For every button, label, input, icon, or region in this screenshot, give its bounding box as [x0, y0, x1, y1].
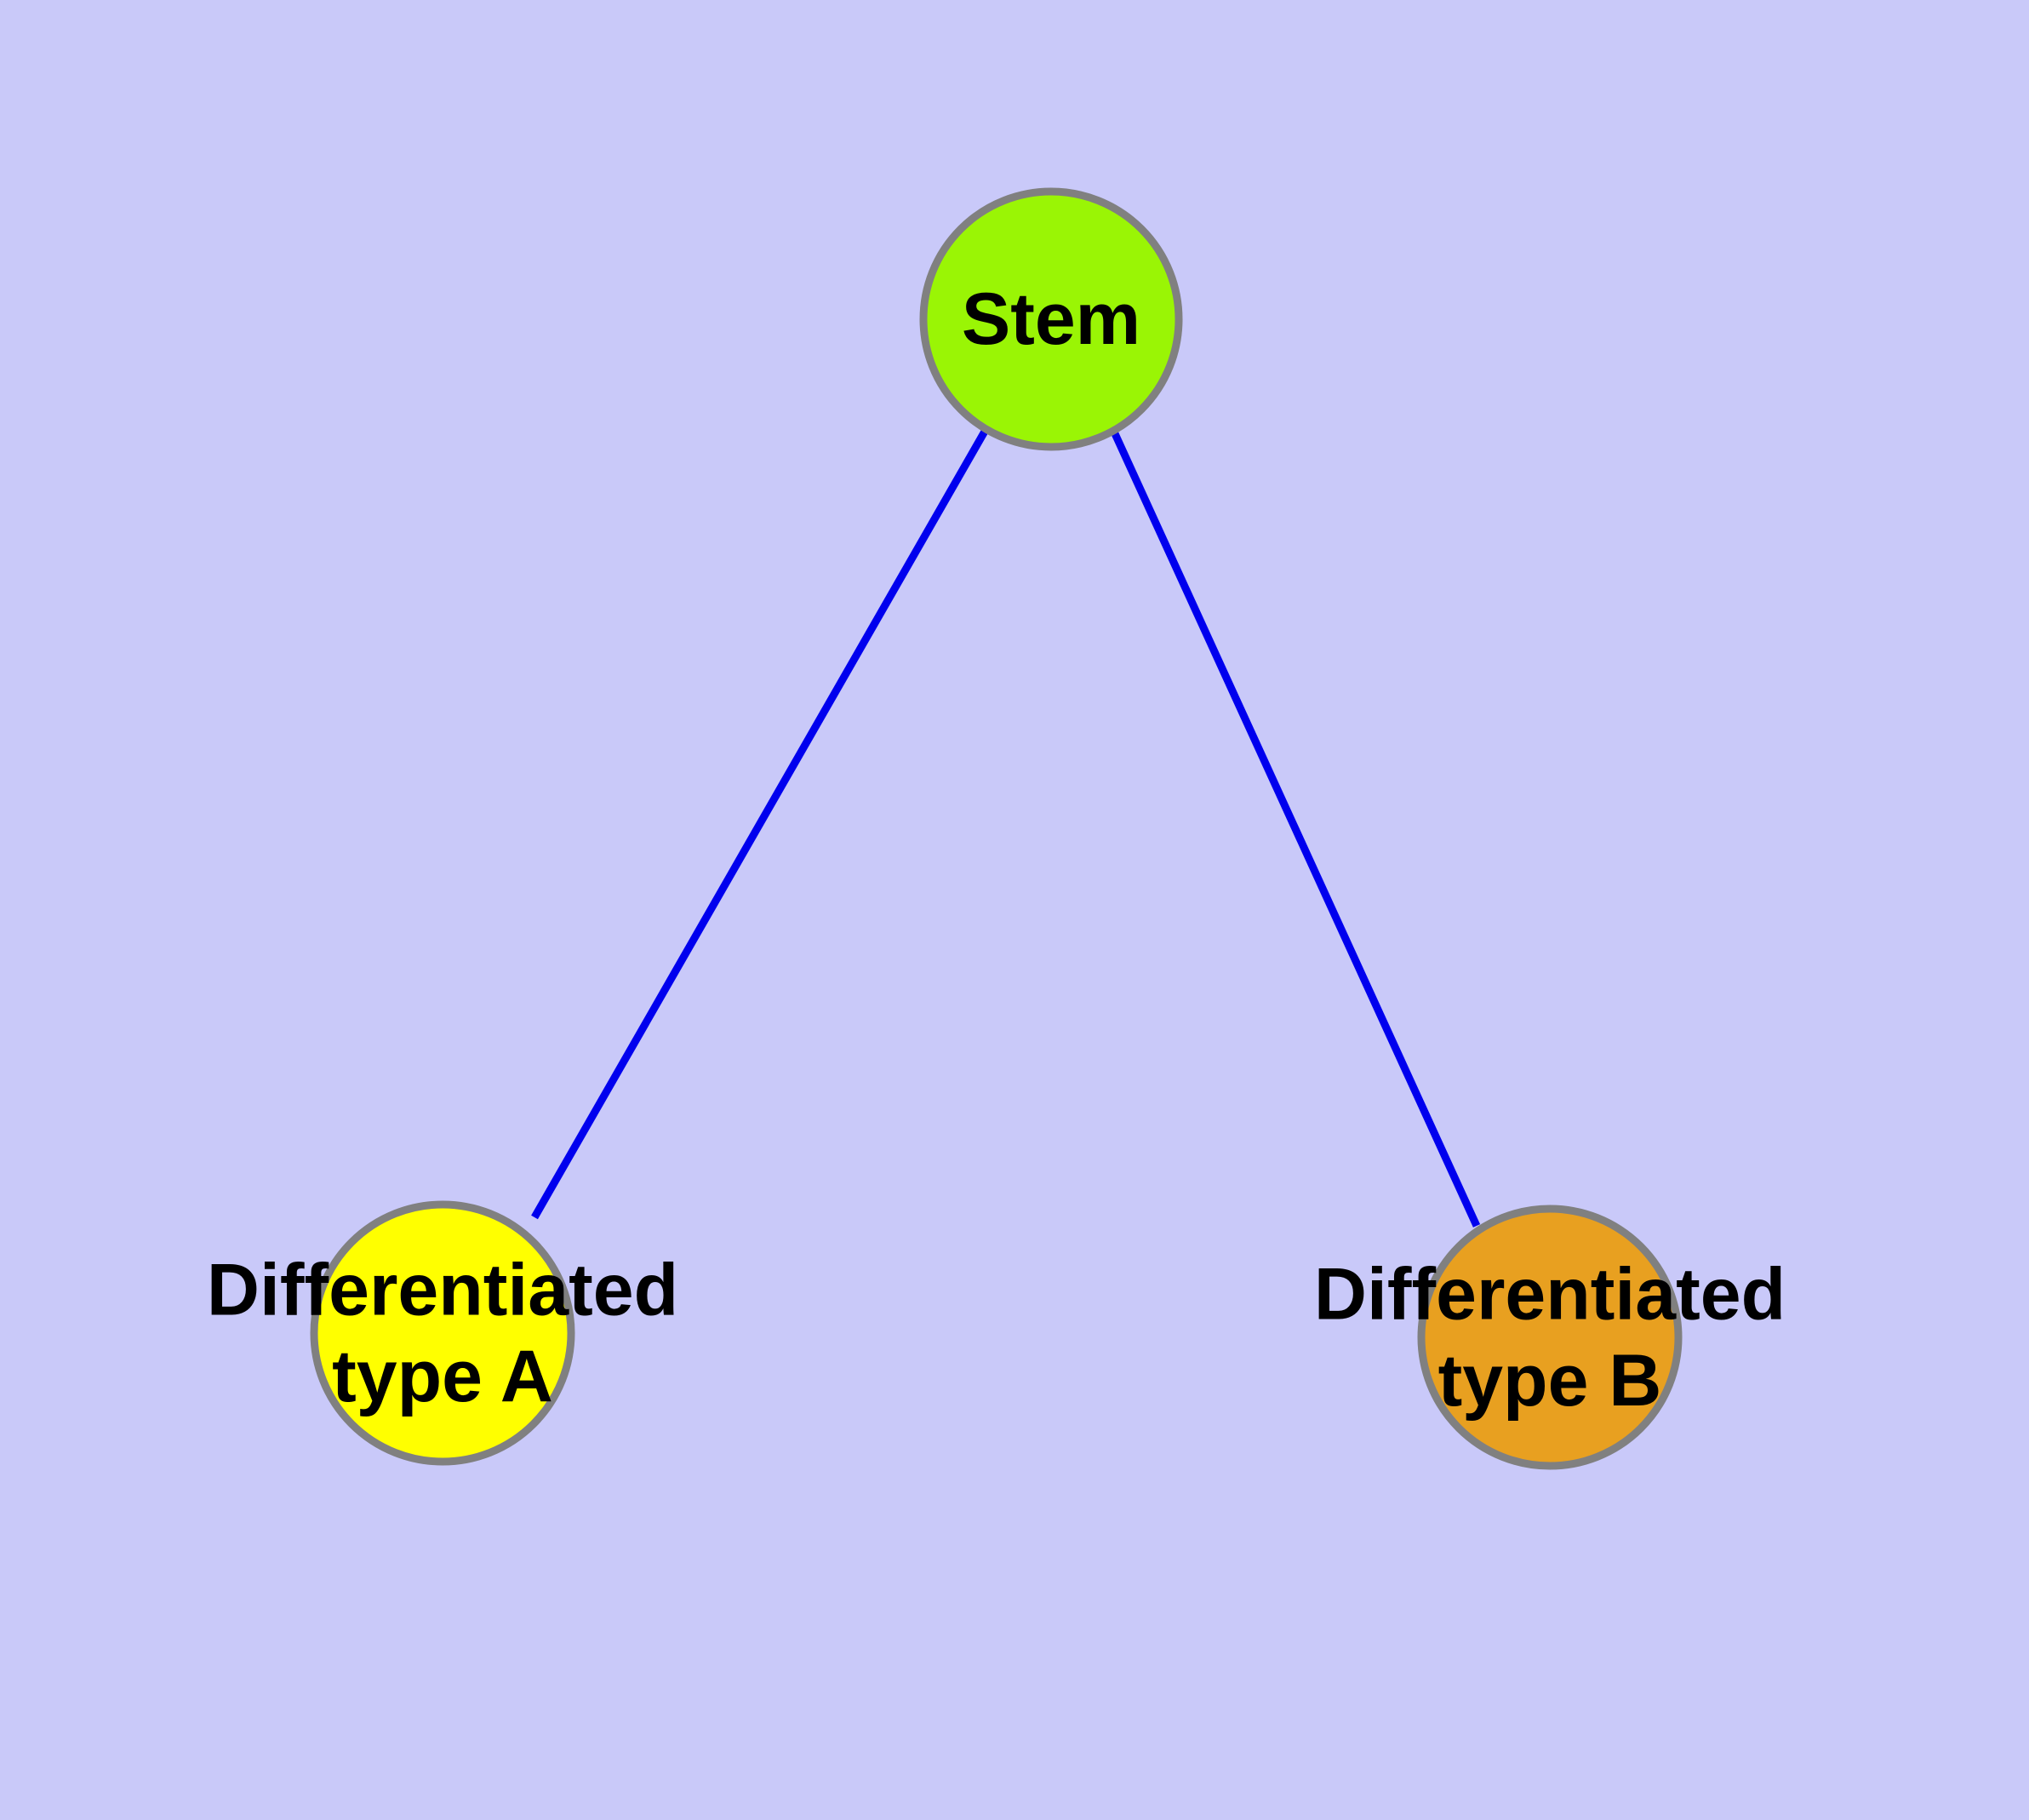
node-label-stem: Stem — [962, 278, 1140, 360]
edge-layer — [531, 427, 1481, 1228]
node-layer — [310, 187, 1683, 1470]
node-label-line: type A — [332, 1336, 553, 1417]
node-label-line: Differentiated — [1314, 1254, 1786, 1336]
node-stem[interactable] — [919, 187, 1183, 451]
node-label-line: type B — [1438, 1340, 1662, 1422]
node-label-line: Stem — [962, 278, 1140, 360]
node-label-line: Differentiated — [207, 1250, 678, 1331]
edge-stem-to-differentiated-type-b[interactable] — [1109, 428, 1481, 1228]
node-differentiated-type-b[interactable] — [1417, 1205, 1683, 1470]
node-differentiated-type-a[interactable] — [310, 1200, 575, 1466]
edge-stem-to-differentiated-type-a[interactable] — [531, 427, 989, 1220]
